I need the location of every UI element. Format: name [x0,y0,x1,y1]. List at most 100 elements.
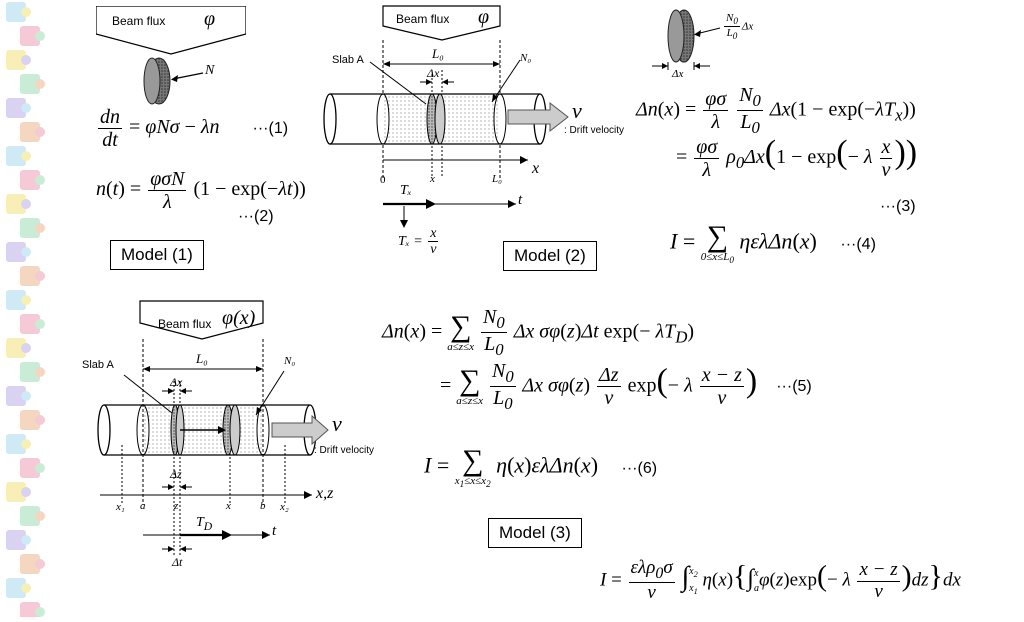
puzzle-pieces-icon [6,2,45,622]
eq5-tag: ···(5) [776,378,812,396]
puzzle-piece [20,506,40,526]
eq3-tag: ···(3) [880,198,916,215]
tick-x1: x₁ [116,501,125,513]
model1-box: Model (1) [110,240,204,270]
beam-flux-label: Beam flux [112,14,166,28]
eq6-tag: ···(6) [621,459,658,477]
eq2-tag: ···(2) [238,208,274,225]
model2-tick-x: x [430,173,435,185]
model2-slab-label: Slab A [332,54,364,66]
puzzle-piece [20,410,40,430]
puzzle-knob [21,391,31,401]
puzzle-knob [35,319,45,329]
puzzle-knob [35,463,45,473]
puzzle-knob [21,343,31,353]
model3-axis-xz: x,z [316,485,334,502]
puzzle-piece [6,482,26,502]
eq1-tag: ···(1) [252,120,289,138]
model2-drift-label: : Drift velocity [564,125,625,136]
model1-beam: Beam flux φ [95,5,247,61]
puzzle-knob [35,367,45,377]
puzzle-piece [6,242,26,262]
tick-x2: x₂ [280,501,289,513]
model2-diagram: Beam flux φ Slab A L₀ N₀ Δx v : Drift ve… [320,0,630,270]
puzzle-knob [21,151,31,161]
tick-z: z [174,500,179,512]
model3-dx-label: Δx [170,375,183,389]
puzzle-piece [6,434,26,454]
model3-beam-label: Beam flux [158,317,212,331]
puzzle-knob [21,439,31,449]
puzzle-piece [20,122,40,142]
model2-velocity-symbol: v [572,98,582,123]
puzzle-knob [35,223,45,233]
puzzle-knob [35,31,45,41]
puzzle-knob [21,55,31,65]
model2-axis-x: x [532,160,540,177]
puzzle-knob [21,103,31,113]
puzzle-knob [35,127,45,137]
puzzle-knob [21,7,31,17]
model3-beam-symbol: φ(x) [222,307,256,329]
model2-axis-t: t [518,192,523,208]
model2-tx-label: Tₓ [400,183,412,198]
eq4-tag: ···(4) [840,235,876,253]
puzzle-knob [35,271,45,281]
puzzle-knob [21,247,31,257]
puzzle-knob [35,415,45,425]
tick-a: a [140,500,146,512]
tick-b: b [260,500,266,512]
model2-n0-label: N₀ [520,52,532,64]
model3-length-label: L₀ [196,351,208,366]
puzzle-piece [6,386,26,406]
puzzle-knob [35,79,45,89]
puzzle-piece [20,458,40,478]
puzzle-piece [20,218,40,238]
model3-drift-label: : Drift velocity [314,445,375,456]
model2-tick-0: 0 [380,174,386,186]
model3-velocity-symbol: v [332,411,342,436]
model1-target-disk: N [143,55,233,112]
puzzle-piece [20,74,40,94]
puzzle-piece [20,170,40,190]
puzzle-knob [21,295,31,305]
target-n-label: N [205,63,215,78]
puzzle-knob [21,487,31,497]
model3-dz-label: Δz [170,467,182,481]
puzzle-piece [6,194,26,214]
puzzle-piece [20,314,40,334]
puzzle-knob [35,511,45,521]
puzzle-border [0,0,50,622]
puzzle-piece [6,578,26,598]
puzzle-knob [21,199,31,209]
model3-box: Model (3) [488,518,582,548]
puzzle-piece [20,554,40,574]
puzzle-knob [35,175,45,185]
model2-box: Model (2) [503,241,597,271]
model3-axis-t: t [272,523,277,539]
tx-formula-lhs: Tₓ = [398,234,423,250]
tx-formula-den: v [430,242,437,258]
puzzle-piece [20,362,40,382]
puzzle-knob [35,559,45,569]
puzzle-piece [20,266,40,286]
model3-dt-label: Δt [172,555,183,569]
tx-formula-num: x [428,226,439,243]
puzzle-knob [21,583,31,593]
puzzle-piece [6,2,26,22]
model3-n0-label: N₀ [284,355,296,367]
beam-flux-symbol: φ [204,8,216,30]
model2-beam-label: Beam flux [396,12,450,26]
equation-6: I = ∑x1≤x≤x2 η(x)ελΔn(x) ···(6) [424,444,658,490]
puzzle-piece [6,146,26,166]
equation-4: I = ∑0≤x≤L0 ηελΔn(x) ···(4) [670,220,876,266]
model3-slab-label: Slab A [82,359,114,371]
